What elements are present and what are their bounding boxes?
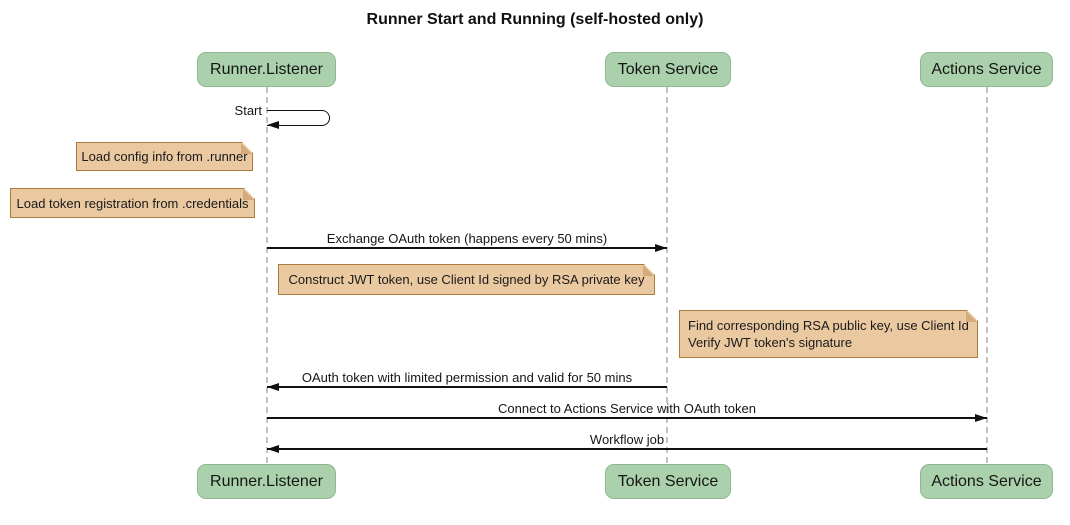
participant-bottom-runner-listener: Runner.Listener [197, 464, 336, 499]
note-fold-icon [643, 265, 654, 276]
lifeline-runner-listener [266, 87, 268, 464]
message-line [267, 448, 987, 450]
note-load-config: Load config info from .runner [76, 142, 253, 171]
participant-label: Token Service [617, 472, 719, 490]
participant-label: Token Service [617, 60, 719, 78]
participant-label: Actions Service [931, 472, 1042, 490]
arrowhead-right-icon [655, 244, 667, 252]
message-label-workflow-job: Workflow job [589, 432, 665, 447]
note-text: Construct JWT token, use Client Id signe… [288, 272, 645, 287]
note-text: Load config info from .runner [81, 149, 248, 164]
participant-top-runner-listener: Runner.Listener [197, 52, 336, 87]
lifeline-actions-service [986, 87, 988, 464]
note-load-token-registration: Load token registration from .credential… [10, 188, 255, 218]
participant-top-actions-service: Actions Service [920, 52, 1053, 87]
note-text: Load token registration from .credential… [16, 195, 249, 211]
message-line [267, 386, 667, 388]
message-line [267, 247, 667, 249]
message-label-connect-actions: Connect to Actions Service with OAuth to… [498, 401, 756, 416]
participant-label: Actions Service [931, 60, 1042, 78]
message-label-exchange-oauth: Exchange OAuth token (happens every 50 m… [326, 231, 608, 246]
note-fold-icon [966, 311, 977, 322]
note-text-line1: Find corresponding RSA public key, use C… [688, 318, 969, 333]
participant-bottom-token-service: Token Service [605, 464, 731, 499]
self-message-label: Start [234, 103, 262, 118]
self-message-loop [267, 110, 330, 126]
note-construct-jwt: Construct JWT token, use Client Id signe… [278, 264, 655, 295]
arrowhead-left-icon [267, 445, 279, 453]
arrowhead-right-icon [975, 414, 987, 422]
message-label-oauth-token: OAuth token with limited permission and … [301, 370, 633, 385]
diagram-title: Runner Start and Running (self-hosted on… [366, 11, 704, 28]
lifeline-token-service [666, 87, 668, 464]
participant-bottom-actions-service: Actions Service [920, 464, 1053, 499]
arrowhead-left-icon [267, 121, 279, 129]
arrowhead-left-icon [267, 383, 279, 391]
message-line [267, 417, 987, 419]
note-fold-icon [241, 143, 252, 154]
note-fold-icon [243, 189, 254, 200]
note-text-line2: Verify JWT token's signature [688, 335, 853, 350]
participant-label: Runner.Listener [210, 472, 323, 490]
participant-top-token-service: Token Service [605, 52, 731, 87]
note-verify-jwt: Find corresponding RSA public key, use C… [679, 310, 978, 358]
participant-label: Runner.Listener [210, 60, 323, 78]
